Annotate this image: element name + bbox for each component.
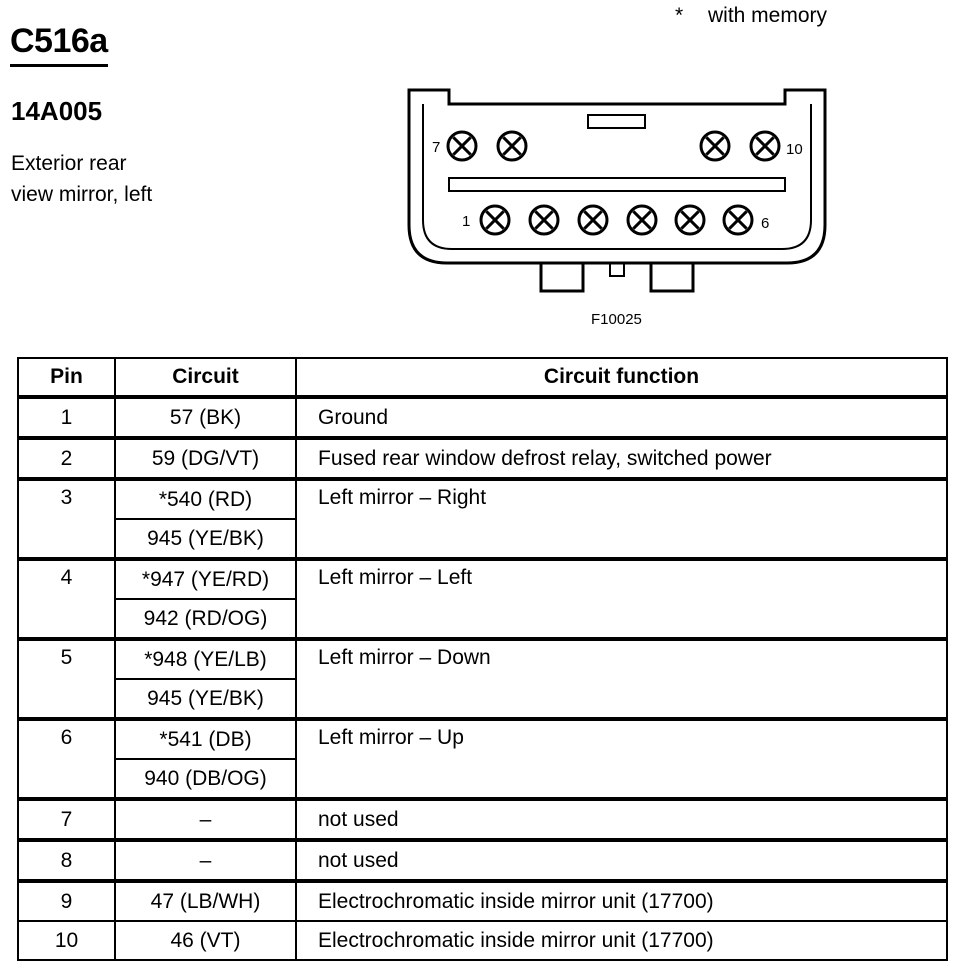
function-cell: Fused rear window defrost relay, switche…	[295, 436, 948, 480]
circuit-cell: 945 (YE/BK)	[114, 678, 297, 720]
pin-label-1: 1	[462, 213, 470, 230]
table-row: 3 *540 (RD) Left mirror – Right	[17, 477, 948, 560]
table-row: 945 (YE/BK)	[18, 678, 947, 720]
connector-housing-inner	[422, 104, 812, 250]
memory-note-text: with memory	[708, 4, 828, 27]
pin-cavity-10	[749, 130, 781, 162]
table-row: 7 – not used	[17, 797, 948, 841]
connector-latch-left	[539, 263, 585, 293]
pin-cavity-6	[722, 204, 754, 236]
memory-note-symbol: *	[675, 4, 684, 27]
pin-cavity-4	[626, 204, 658, 236]
circuit-cell: 940 (DB/OG)	[114, 758, 297, 800]
pin-cavity-7	[446, 130, 478, 162]
table-row: 942 (RD/OG)	[18, 598, 947, 640]
pin-cell: 10	[17, 920, 116, 961]
circuit-cell: 945 (YE/BK)	[114, 518, 297, 560]
table-row: 8 – not used	[17, 838, 948, 882]
header-circuit-function: Circuit function	[295, 357, 948, 398]
circuit-cell: *541 (DB)	[114, 717, 297, 760]
pin-cell: 8	[17, 838, 116, 882]
pin-cell: 3	[17, 477, 116, 560]
table-row: 2 59 (DG/VT) Fused rear window defrost r…	[17, 436, 948, 480]
description-line-1: Exterior rear	[11, 152, 127, 175]
pin-label-7: 7	[432, 139, 440, 156]
circuit-cell: –	[114, 838, 297, 882]
connector-description: Exterior rear view mirror, left	[11, 148, 152, 210]
pin-cell: 2	[17, 436, 116, 480]
function-cell: Left mirror – Up	[295, 717, 948, 800]
table-row: 945 (YE/BK)	[18, 518, 947, 560]
function-cell: Left mirror – Down	[295, 637, 948, 720]
connector-latch-right	[649, 263, 695, 293]
pin-cell: 1	[17, 395, 116, 439]
pin-cavity-1	[479, 204, 511, 236]
memory-note: * with memory	[675, 4, 827, 28]
figure-id: F10025	[591, 311, 642, 328]
table-row: 9 47 (LB/WH) Electrochromatic inside mir…	[17, 879, 948, 922]
function-cell: not used	[295, 838, 948, 882]
circuit-cell: 46 (VT)	[114, 920, 297, 961]
header-circuit: Circuit	[114, 357, 297, 398]
connector-separator-bar	[448, 177, 786, 192]
circuit-cell: *540 (RD)	[114, 477, 297, 520]
table-row: 10 46 (VT) Electrochromatic inside mirro…	[17, 920, 948, 961]
table-row: 5 *948 (YE/LB) Left mirror – Down	[17, 637, 948, 720]
function-cell: Electrochromatic inside mirror unit (177…	[295, 920, 948, 961]
circuit-cell: 942 (RD/OG)	[114, 598, 297, 640]
table-row: 940 (DB/OG)	[18, 758, 947, 800]
pin-cavity-8	[496, 130, 528, 162]
pinout-table: Pin Circuit Circuit function 1 57 (BK) G…	[17, 357, 948, 961]
connector-latch-center	[609, 262, 625, 277]
pin-cell: 5	[17, 637, 116, 720]
circuit-cell: –	[114, 797, 297, 841]
circuit-cell: 57 (BK)	[114, 395, 297, 439]
pin-cavity-2	[528, 204, 560, 236]
pin-cell: 4	[17, 557, 116, 640]
function-cell: Ground	[295, 395, 948, 439]
pin-cell: 7	[17, 797, 116, 841]
pin-cavity-9	[699, 130, 731, 162]
circuit-cell: 47 (LB/WH)	[114, 879, 297, 922]
description-line-2: view mirror, left	[11, 183, 153, 206]
circuit-cell: 59 (DG/VT)	[114, 436, 297, 480]
connector-housing-outline	[407, 88, 827, 265]
pin-label-10: 10	[786, 141, 803, 158]
header-pin: Pin	[17, 357, 116, 398]
connector-face-diagram: 7 10 1 6	[407, 88, 827, 293]
part-number: 14A005	[11, 96, 103, 126]
function-cell: not used	[295, 797, 948, 841]
table-row: 4 *947 (YE/RD) Left mirror – Left	[17, 557, 948, 640]
pin-label-6: 6	[761, 215, 769, 232]
circuit-cell: *948 (YE/LB)	[114, 637, 297, 680]
pin-cavity-5	[674, 204, 706, 236]
table-row: 6 *541 (DB) Left mirror – Up	[17, 717, 948, 800]
function-cell: Left mirror – Left	[295, 557, 948, 640]
connector-key-slot	[587, 114, 646, 129]
pin-cell: 6	[17, 717, 116, 800]
table-header-row: Pin Circuit Circuit function	[17, 357, 948, 398]
function-cell: Left mirror – Right	[295, 477, 948, 560]
circuit-cell: *947 (YE/RD)	[114, 557, 297, 600]
table-row: 1 57 (BK) Ground	[17, 395, 948, 439]
connector-title: C516a	[10, 24, 108, 67]
pin-cavity-3	[577, 204, 609, 236]
function-cell: Electrochromatic inside mirror unit (177…	[295, 879, 948, 922]
pin-cell: 9	[17, 879, 116, 922]
